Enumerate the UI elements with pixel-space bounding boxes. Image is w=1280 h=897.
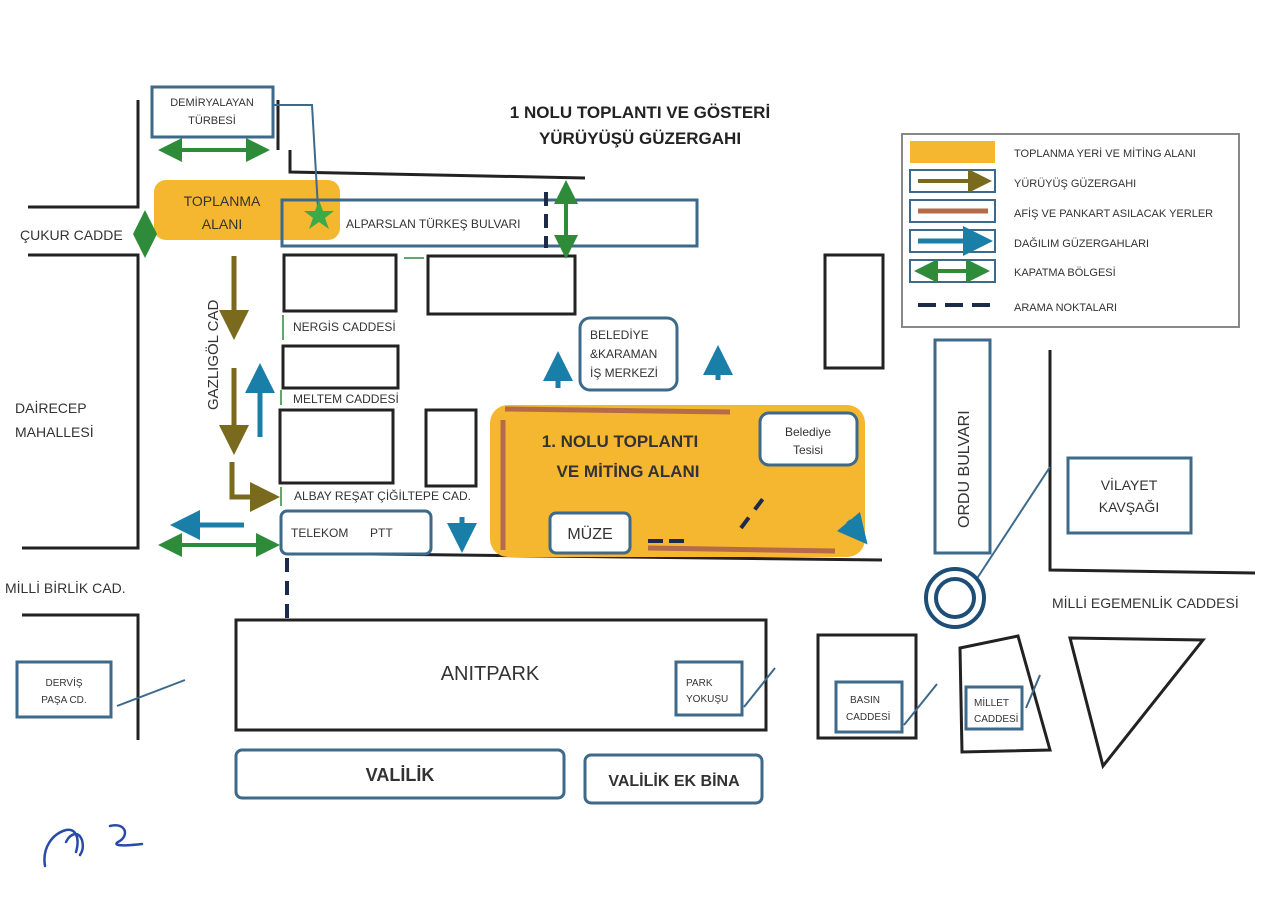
dairecep-label-2: MAHALLESİ: [15, 423, 94, 440]
block-center-north: [426, 254, 577, 316]
roundabout-inner: [934, 577, 976, 619]
dervis-label-1: DERVİŞ: [45, 676, 82, 689]
legend: TOPLANMA YERİ VE MİTİNG ALANI YÜRÜYÜŞ GÜ…: [901, 133, 1240, 328]
millet-label-1: MİLLET: [974, 696, 1009, 709]
valilik-label: VALİLİK: [366, 765, 435, 785]
meltem-label: MELTEM CADDESİ: [293, 392, 399, 406]
alparslan-bulvari-box: [280, 198, 699, 248]
map-title-line1: 1 NOLU TOPLANTI VE GÖSTERİ: [510, 103, 770, 122]
dervis-label-2: PAŞA CD.: [41, 695, 86, 706]
gazligol-label: GAZLIGÖL CAD: [204, 300, 222, 410]
dispersal-routes: [170, 345, 868, 553]
belediye-karaman-label-1: BELEDİYE: [590, 328, 649, 342]
block-triangle: [1068, 636, 1207, 770]
legend-label-dispersal: DAĞILIM GÜZERGAHLARI: [1014, 237, 1149, 250]
millet-box: [964, 685, 1024, 731]
legend-label-assembly: TOPLANMA YERİ VE MİTİNG ALANI: [1014, 147, 1196, 160]
dairecep-label-1: DAİRECEP: [15, 399, 87, 416]
miting-label-1: 1. NOLU TOPLANTI: [542, 432, 698, 451]
basin-label-1: BASIN: [850, 695, 880, 706]
legend-icon-frame-4: [909, 229, 996, 253]
city-blocks: [234, 253, 1207, 770]
legend-label-march: YÜRÜYÜŞ GÜZERGAHI: [1014, 178, 1136, 190]
valilik-ek-label: VALİLİK EK BİNA: [608, 772, 740, 790]
block-anitpark: [234, 618, 768, 732]
telekom-label: TELEKOM: [291, 526, 348, 540]
telekom-box: [279, 509, 433, 556]
leader-lines: [116, 104, 1051, 726]
park-yokusu-box: [674, 660, 744, 717]
closure-zones: [133, 138, 578, 557]
belediye-karaman-box: [578, 316, 679, 392]
milli-egemenlik-label: MİLLİ EGEMENLİK CADDESİ: [1052, 594, 1239, 611]
belediye-tesisi-box: [758, 411, 859, 467]
signature-icon: [43, 824, 144, 868]
vilayet-label-1: VİLAYET: [1101, 476, 1158, 493]
millet-label-2: CADDESİ: [974, 712, 1018, 725]
roundabout: [924, 567, 986, 629]
belediye-karaman-label-3: İŞ MERKEZİ: [590, 366, 658, 380]
toplanma-label-1: TOPLANMA: [184, 193, 261, 209]
demiryalayan-box: [150, 85, 275, 139]
park-yokusu-label-1: PARK: [686, 678, 713, 689]
block-east: [823, 253, 885, 370]
demiryalayan-label-1: DEMİRYALAYAN: [170, 96, 254, 109]
search-points: [285, 192, 770, 618]
ordu-bulvari-box: [933, 338, 992, 555]
map-title-line2: YÜRÜYÜŞÜ GÜZERGAHI: [539, 129, 741, 148]
block-albay: [278, 408, 395, 485]
legend-icon-frame-2: [909, 169, 996, 193]
banner-bars: [500, 406, 836, 554]
legend-icon-frame-3: [909, 199, 996, 223]
block-small: [424, 408, 478, 488]
ptt-label: PTT: [370, 526, 393, 540]
vilayet-label-2: KAVŞAĞI: [1099, 499, 1159, 515]
nergis-label: NERGİS CADDESİ: [293, 320, 396, 334]
closure-small: [280, 257, 424, 506]
cukur-label: ÇUKUR CADDE: [20, 227, 123, 243]
valilik-box: [234, 748, 566, 800]
legend-label-closure: KAPATMA BÖLGESİ: [1014, 266, 1116, 279]
milli-birlik-label: MİLLİ BİRLİK CAD.: [5, 579, 126, 596]
muze-label: MÜZE: [567, 525, 612, 543]
block-nergis-north: [282, 253, 398, 313]
dervis-box: [15, 660, 113, 719]
legend-label-banner: AFİŞ VE PANKART ASILACAK YERLER: [1014, 207, 1213, 220]
ordu-label: ORDU BULVARI: [956, 410, 973, 528]
toplanma-alani: [154, 180, 340, 240]
block-meltem: [281, 344, 400, 390]
block-millet: [958, 634, 1052, 754]
albay-label: ALBAY REŞAT ÇİĞİLTEPE CAD.: [294, 488, 471, 503]
anitpark-label: ANITPARK: [441, 663, 540, 685]
miting-label-2: VE MİTİNG ALANI: [557, 462, 700, 481]
start-point-star-icon: [304, 200, 334, 229]
toplanma-label-2: ALANI: [202, 216, 242, 232]
march-route: [219, 256, 280, 512]
basin-label-2: CADDESİ: [846, 710, 890, 723]
block-basin: [816, 633, 918, 740]
legend-icon-yellow-box: [910, 141, 995, 163]
belediye-tesisi-label-2: Tesisi: [793, 443, 823, 457]
park-yokusu-label-2: YOKUŞU: [686, 694, 728, 705]
alparslan-label: ALPARSLAN TÜRKEŞ BULVARI: [346, 217, 521, 231]
legend-label-search: ARAMA NOKTALARI: [1014, 302, 1117, 314]
demiryalayan-label-2: TÜRBESİ: [188, 114, 236, 127]
vilayet-box: [1066, 456, 1193, 535]
belediye-karaman-label-2: &KARAMAN: [590, 347, 657, 361]
belediye-tesisi-label-1: Belediye: [785, 425, 831, 439]
valilik-ek-box: [583, 753, 764, 805]
basin-box: [834, 680, 904, 734]
muze-box: [548, 511, 632, 555]
